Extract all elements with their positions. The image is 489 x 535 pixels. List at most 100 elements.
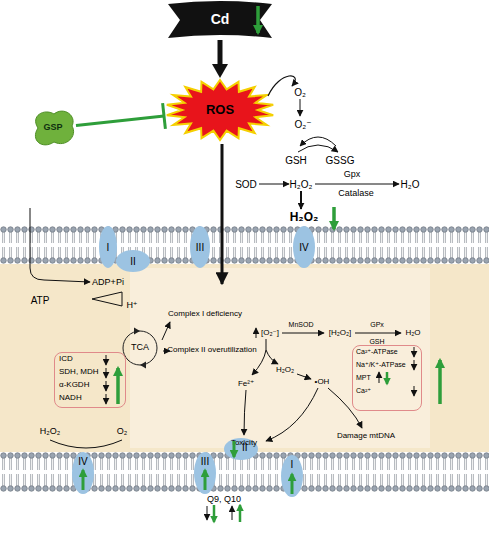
text-label: O₂ — [294, 87, 306, 98]
decrease-arrow — [207, 506, 208, 520]
text-label: H⁺ — [126, 301, 137, 311]
node-text: Ca²⁺ — [356, 387, 371, 395]
reaction-arrow — [252, 339, 266, 375]
text-label: O₂⁻ — [295, 119, 312, 130]
decrease-arrow — [106, 368, 107, 378]
increase-arrow — [256, 328, 257, 338]
complex-ellipse: IV — [72, 452, 94, 494]
text-label: •OH — [315, 378, 330, 387]
text-label: Complex I deficiency — [168, 310, 242, 319]
node-text: SDH, MDH — [59, 368, 99, 377]
node-text: α-KGDH — [59, 381, 89, 390]
cycle-arrowhead — [140, 362, 146, 369]
decrease-arrow — [414, 347, 415, 357]
reaction-arrow — [300, 99, 301, 116]
node-text: Cd — [211, 12, 230, 27]
matrix-highlight — [130, 268, 430, 448]
arrow-head — [212, 64, 228, 78]
complex-ellipse: II — [116, 250, 150, 272]
text-label: H₂O — [401, 179, 420, 190]
decrease-arrow — [414, 386, 415, 396]
node-text: NADH — [59, 394, 82, 403]
gsp-blob: GSP — [30, 108, 76, 148]
reaction-curve — [50, 440, 122, 448]
increase-arrow — [438, 360, 442, 404]
text-label: SOD — [235, 179, 257, 190]
node-text: IV — [299, 242, 308, 253]
mitochondrial-matrix — [0, 262, 489, 454]
node-text: III — [196, 242, 204, 253]
increase-arrow — [379, 372, 380, 383]
text-label: H₂O — [405, 329, 420, 338]
text-label: GSSG — [326, 155, 355, 166]
text-label: Damage mtDNA — [337, 432, 395, 441]
node-text: Na⁺/K⁺-ATPase — [356, 361, 406, 369]
ros-arrow — [221, 144, 224, 284]
increase-arrow — [116, 368, 120, 404]
reaction-arrow — [300, 191, 302, 209]
node-text: I — [281, 459, 303, 470]
reaction-arrow — [355, 333, 401, 334]
text-label: H₂O₂ — [276, 366, 294, 375]
node-text: TCA — [131, 343, 149, 353]
reaction-arrow — [244, 390, 246, 435]
text-label: GPx — [370, 321, 384, 329]
text-label: [H₂O₂] — [329, 329, 352, 338]
node-text: I — [107, 242, 110, 253]
decrease-arrow — [106, 394, 107, 404]
text-label: Gpx — [344, 170, 361, 180]
starburst-shape — [167, 80, 273, 140]
proton-wedge — [92, 292, 122, 306]
complex-ellipse: III — [194, 452, 216, 494]
increase-arrow — [239, 505, 242, 522]
cycle-circle — [123, 331, 157, 365]
text-label: GSH — [285, 155, 307, 166]
reaction-arrow — [297, 374, 311, 379]
inhibition-bar — [163, 103, 166, 129]
text-label: H₂O₂ — [40, 427, 61, 437]
redox-arrow — [298, 145, 338, 152]
ros-starburst: ROS — [164, 78, 276, 142]
atp-arrow — [30, 208, 90, 282]
text-label: H₂O₂ — [290, 179, 313, 190]
decrease-arrow — [332, 207, 336, 229]
cadmium-banner: Cd — [168, 0, 272, 40]
enzyme-box: ICD SDH, MDH α-KGDH NADH — [54, 352, 126, 408]
node-text: GSP — [43, 123, 62, 133]
text-label: Toxicity — [231, 439, 257, 448]
increase-arrow — [232, 506, 233, 520]
node-text: IV — [72, 456, 94, 467]
tca-cycle: TCA — [118, 326, 162, 370]
cycle-arrowhead — [134, 328, 140, 335]
node-text: Ca²⁺-ATPase — [356, 348, 398, 356]
node-text: ICD — [59, 355, 73, 364]
blob-shape — [35, 111, 73, 145]
text-label: O₂ — [117, 427, 128, 437]
reaction-arrow — [282, 333, 324, 334]
text-label: GSH — [369, 338, 384, 346]
text-label: Fe²⁺ — [238, 380, 254, 389]
text-label: Q9, Q10 — [207, 495, 241, 505]
complex-ellipse: I — [99, 226, 117, 268]
node-text: ROS — [206, 103, 234, 117]
node-text: MPT — [356, 374, 371, 382]
complex-ellipse: IV — [293, 226, 315, 268]
complex-ellipse: I — [281, 455, 303, 497]
redox-arrow — [300, 137, 336, 146]
connector-line — [218, 40, 223, 67]
connector-line — [76, 116, 164, 125]
text-label: H₂O₂ — [290, 211, 319, 224]
text-label: Catalase — [338, 189, 374, 199]
text-label: ADP+Pi — [92, 278, 124, 288]
reaction-arrow — [315, 184, 399, 185]
curved-arrow — [268, 76, 295, 96]
text-label: [O₂⁻] — [261, 329, 279, 338]
decrease-arrow — [213, 505, 216, 522]
text-label: Complex II overutilization — [167, 346, 256, 355]
connector — [212, 40, 228, 78]
connector — [76, 103, 165, 129]
text-label: MnSOD — [289, 321, 314, 329]
outer-membrane — [0, 226, 489, 264]
decrease-arrow — [386, 372, 389, 384]
